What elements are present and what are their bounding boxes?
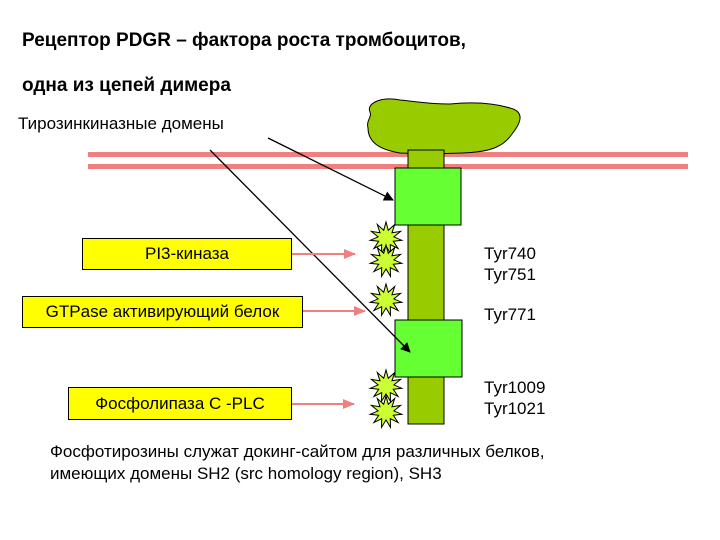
tyrosine-label-group-1: Tyr740 Tyr751	[484, 243, 536, 285]
tyr1021-star	[368, 394, 404, 430]
pointer-arrow-lower	[209, 149, 411, 353]
tyr1021-label: Tyr1021	[484, 399, 546, 418]
docking-site-note: Фосфотирозины служат докинг-сайтом для р…	[50, 441, 545, 485]
extracellular-domain	[367, 98, 521, 155]
note-line-2: имеющих домены SH2 (src homology region)…	[50, 464, 442, 483]
cell-membrane	[88, 152, 688, 169]
tyr771-star	[368, 282, 404, 318]
tyr751-label: Tyr751	[484, 265, 536, 284]
phosphotyrosine-stars	[368, 220, 404, 430]
plc-box: Фосфолипаза С -PLC	[68, 387, 292, 420]
tyr740-label: Tyr740	[484, 244, 536, 263]
note-line-1: Фосфотирозины служат докинг-сайтом для р…	[50, 442, 545, 461]
title-line-2: одна из цепей димера	[22, 75, 231, 96]
kinase-domain-upper	[394, 167, 462, 226]
title-line-1: Рецептор PDGR – фактора роста тромбоцито…	[22, 30, 466, 51]
tyr1009-star	[368, 368, 404, 404]
pointer-arrow-upper	[267, 137, 394, 201]
tyr751-star	[368, 243, 404, 279]
pi3-kinase-box: PI3-киназа	[82, 238, 292, 270]
kinase-domain-lower	[394, 319, 463, 378]
tyr771-label: Tyr771	[484, 305, 536, 324]
gap-protein-box: GTPase активирующий белок	[22, 296, 303, 328]
tyrosine-label-group-3: Tyr1009 Tyr1021	[484, 377, 545, 419]
tyr1009-label: Tyr1009	[484, 378, 546, 397]
kinase-domains-label: Тирозинкиназные домены	[18, 114, 224, 133]
tyrosine-label-group-2: Tyr771	[484, 304, 536, 325]
